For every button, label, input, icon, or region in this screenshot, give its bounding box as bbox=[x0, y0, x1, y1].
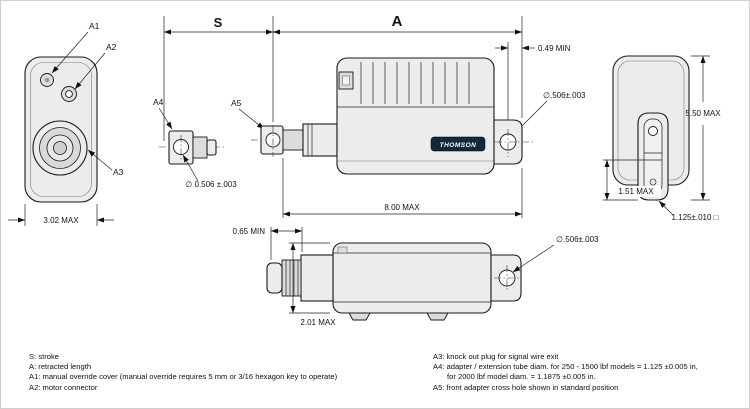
housing-outline bbox=[336, 57, 495, 175]
bottom-body-outline bbox=[332, 242, 492, 314]
dim-stroke: S bbox=[214, 15, 223, 30]
brand-badge bbox=[430, 136, 486, 152]
legend-line-a1: A1: manual override cover (manual overri… bbox=[29, 372, 338, 382]
knockout-plug-inner bbox=[342, 75, 350, 86]
dim-clevis-offset: 1.51 MAX bbox=[618, 187, 654, 196]
callout-a5-leader bbox=[238, 108, 265, 130]
dim-length: 8.00 MAX bbox=[384, 203, 420, 212]
dim-bottom-hole-dia: ∅.506±.003 bbox=[556, 235, 599, 244]
rear-clevis-pin-hole bbox=[648, 126, 658, 136]
cooling-ribs bbox=[360, 62, 470, 104]
callout-a3-leader bbox=[87, 149, 113, 171]
legend-line-a4-cont: for 2000 lbf model diam. = 1.1875 ±0.005… bbox=[447, 372, 596, 382]
manual-override-hex bbox=[44, 77, 50, 83]
legend-line-a5: A5: front adapter cross hole shown in st… bbox=[433, 382, 619, 392]
dim-front-width: 3.02 MAX bbox=[43, 216, 79, 225]
legend-line-a3: A3: knock out plug for signal wire exit bbox=[433, 352, 559, 361]
legend-line-a2: A2: motor connector bbox=[29, 382, 98, 392]
adapter-detail-tip bbox=[206, 139, 217, 156]
dim-front-min: 0.65 MIN bbox=[233, 227, 266, 236]
front-rod-end bbox=[53, 141, 67, 155]
leader-adapter-hole bbox=[182, 154, 199, 182]
side-view: S A 0.49 MIN ∅.506±.003 A4 ∅ 0.506 ±.003… bbox=[153, 13, 586, 218]
front-view: A1 A2 A3 3.02 MAX bbox=[8, 21, 124, 226]
legend-line-s: S: stroke bbox=[29, 352, 59, 361]
leader-clevis-square bbox=[658, 200, 674, 216]
actuator-dimension-drawing: A1 A2 A3 3.02 MAX S A 0.49 MIN ∅.506±.00… bbox=[8, 13, 721, 327]
mounting-lug bbox=[348, 312, 371, 321]
legend-left-column: S: stroke A: retracted length A1: manual… bbox=[29, 352, 337, 393]
body-detail bbox=[337, 246, 348, 254]
legend-line-a: A: retracted length bbox=[29, 362, 92, 372]
dim-body-width: 2.01 MAX bbox=[300, 318, 336, 327]
bottom-adapter-tip bbox=[266, 262, 283, 294]
callout-a2-label: A2 bbox=[106, 42, 117, 52]
callout-a5-label: A5 bbox=[231, 98, 242, 108]
callout-a4-label: A4 bbox=[153, 97, 164, 107]
bottom-outer-tube bbox=[300, 254, 334, 302]
callout-a1-label: A1 bbox=[89, 21, 100, 31]
label-halo bbox=[611, 186, 661, 197]
outer-tube bbox=[302, 123, 338, 157]
clevis-detail-hole bbox=[649, 178, 657, 186]
adapter-detail-tube bbox=[192, 136, 208, 159]
dim-rear-hole-dia: ∅.506±.003 bbox=[543, 91, 586, 100]
motor-connector-pin bbox=[65, 90, 73, 98]
leader-bottom-hole bbox=[512, 244, 555, 273]
callout-a3-label: A3 bbox=[113, 167, 124, 177]
legend-right-column: A3: knock out plug for signal wire exit … bbox=[433, 352, 698, 393]
brand-label: THOMSON bbox=[440, 142, 477, 149]
legend-line-a4: A4: adapter / extension tube diam. for 2… bbox=[433, 362, 698, 372]
rear-view: 5.50 MAX 1.51 MAX 1.125±.010 □ bbox=[603, 55, 721, 222]
bottom-view: 0.65 MIN 2.01 MAX ∅.506±.003 bbox=[233, 227, 599, 327]
callout-a2-leader bbox=[74, 52, 106, 90]
extension-tube bbox=[282, 129, 304, 151]
dim-rear-offset: 0.49 MIN bbox=[538, 44, 571, 53]
dim-height: 5.50 MAX bbox=[685, 109, 721, 118]
dim-clevis-square: 1.125±.010 □ bbox=[671, 213, 718, 222]
mounting-lug bbox=[426, 312, 449, 321]
dim-adapter-hole-dia: ∅ 0.506 ±.003 bbox=[185, 180, 237, 189]
dim-retracted: A bbox=[392, 13, 403, 30]
callout-a1-leader bbox=[51, 31, 89, 74]
callout-a4-leader bbox=[158, 107, 173, 130]
